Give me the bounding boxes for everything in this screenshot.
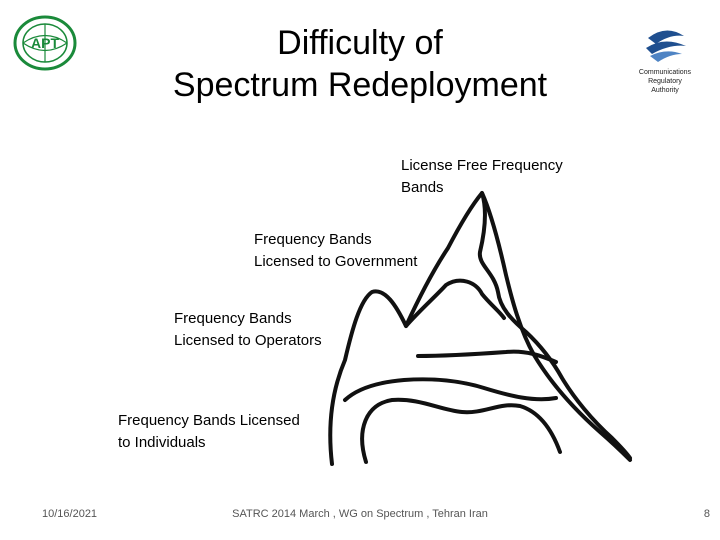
operators-band-line — [404, 278, 506, 328]
cra-logo-caption: Communications Regulatory Authority — [622, 68, 708, 95]
label-government: Frequency Bands Licensed to Government — [254, 229, 417, 273]
footer-event: SATRC 2014 March , WG on Spectrum , Tehr… — [232, 508, 488, 520]
label-government-line-2: Licensed to Government — [254, 253, 418, 270]
label-license-free-line-2: Bands — [401, 179, 444, 196]
cra-logo — [646, 24, 686, 64]
cra-line-1: Communications — [638, 69, 692, 76]
footer-date: 10/16/2021 — [42, 508, 98, 520]
title-line-2: Spectrum Redeployment — [172, 66, 548, 104]
footer-page-number: 8 — [703, 508, 710, 520]
cra-line-2: Regulatory — [648, 78, 682, 85]
label-individuals-line-2: to Individuals — [118, 434, 206, 451]
label-operators: Frequency Bands Licensed to Operators — [174, 308, 322, 352]
government-band-line — [477, 191, 632, 460]
mountain-outline — [328, 191, 632, 466]
label-individuals-line-1: Frequency Bands Licensed — [118, 412, 300, 429]
label-license-free-line-1: License Free Frequency — [401, 157, 563, 174]
label-individuals: Frequency Bands Licensed to Individuals — [118, 410, 300, 454]
apt-logo-text: APT — [31, 35, 59, 51]
individuals-upper-line — [343, 377, 558, 402]
individuals-lower-line — [360, 397, 562, 464]
label-operators-line-2: Licensed to Operators — [174, 332, 322, 349]
title-line-1: Difficulty of — [277, 24, 443, 62]
label-license-free: License Free Frequency Bands — [401, 155, 563, 199]
label-government-line-1: Frequency Bands — [254, 231, 372, 248]
slide-title: Difficulty of Spectrum Redeployment — [140, 22, 580, 106]
apt-logo: APT — [13, 15, 77, 71]
label-operators-line-1: Frequency Bands — [174, 310, 292, 327]
operators-lower-line — [416, 349, 558, 364]
cra-line-3: Authority — [651, 87, 679, 94]
